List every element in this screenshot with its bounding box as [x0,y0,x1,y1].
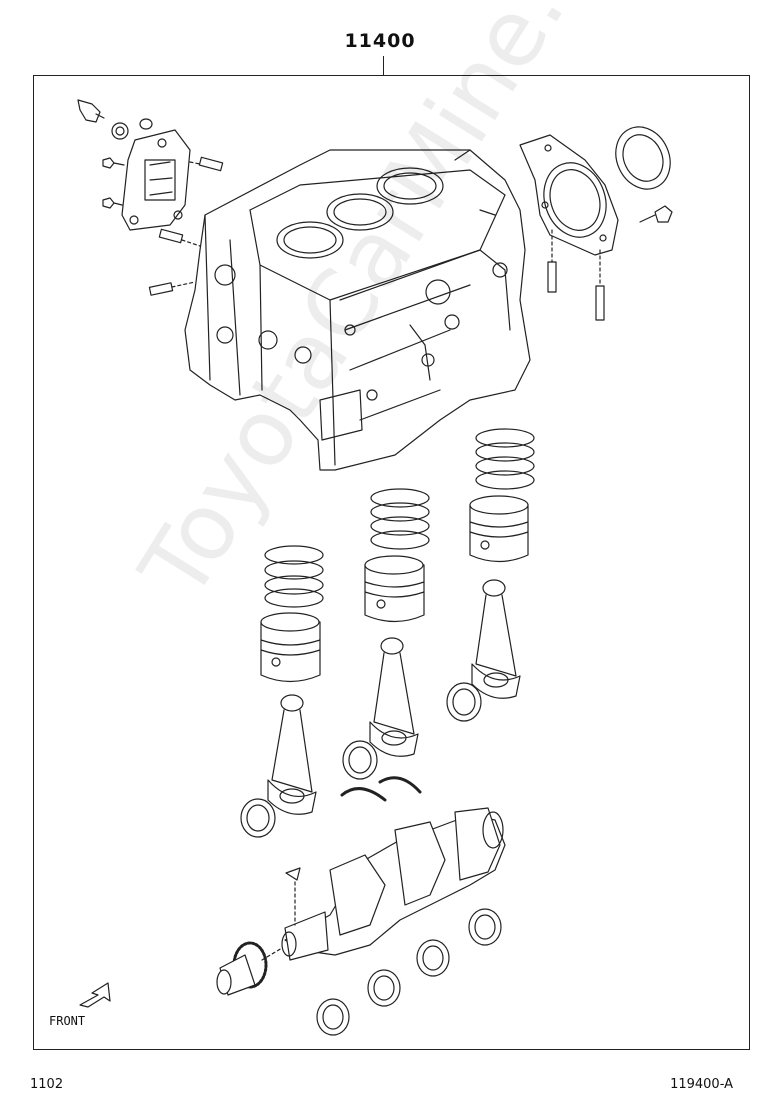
connecting-rod-3 [471,579,521,699]
piston-ring-set-2 [370,488,430,550]
cylinder-block [184,149,531,471]
arrow-down-left-icon [79,982,111,1008]
crankshaft-key [285,867,301,926]
diagram-frame [33,75,750,1050]
crankshaft [281,807,506,961]
footer-code-right: 119400-A [670,1077,733,1092]
crankshaft-timing-sprocket [216,941,283,996]
piston-ring-set-3 [475,428,535,490]
piston-1 [260,612,321,683]
footer-code-left: 1102 [30,1077,64,1092]
piston-ring-set-1 [264,545,324,608]
front-direction-label: FRONT [49,1014,86,1028]
part-number-leader-line [383,56,384,76]
bolts-and-studs-left [77,99,224,296]
crankshaft-thrust-washers [340,776,422,802]
piston-3 [469,495,529,563]
water-outlet-housing [121,129,191,231]
connecting-rod-bearing-3 [446,682,482,722]
rear-oil-seal-retainer [519,134,619,256]
rear-oil-seal [615,126,671,190]
crankshaft-main-bearing-2 [367,969,401,1007]
piston-2 [364,555,425,623]
connecting-rod-bearing-2 [342,740,378,780]
bolts-and-studs-right [547,205,673,321]
connecting-rod-1 [267,694,317,815]
crankshaft-main-bearing-3 [416,939,450,977]
part-number-label: 11400 [344,30,416,52]
crankshaft-main-bearing-1 [316,998,350,1036]
crankshaft-main-bearing-4 [468,908,502,946]
connecting-rod-bearing-1 [240,798,276,838]
connecting-rod-2 [369,637,419,757]
